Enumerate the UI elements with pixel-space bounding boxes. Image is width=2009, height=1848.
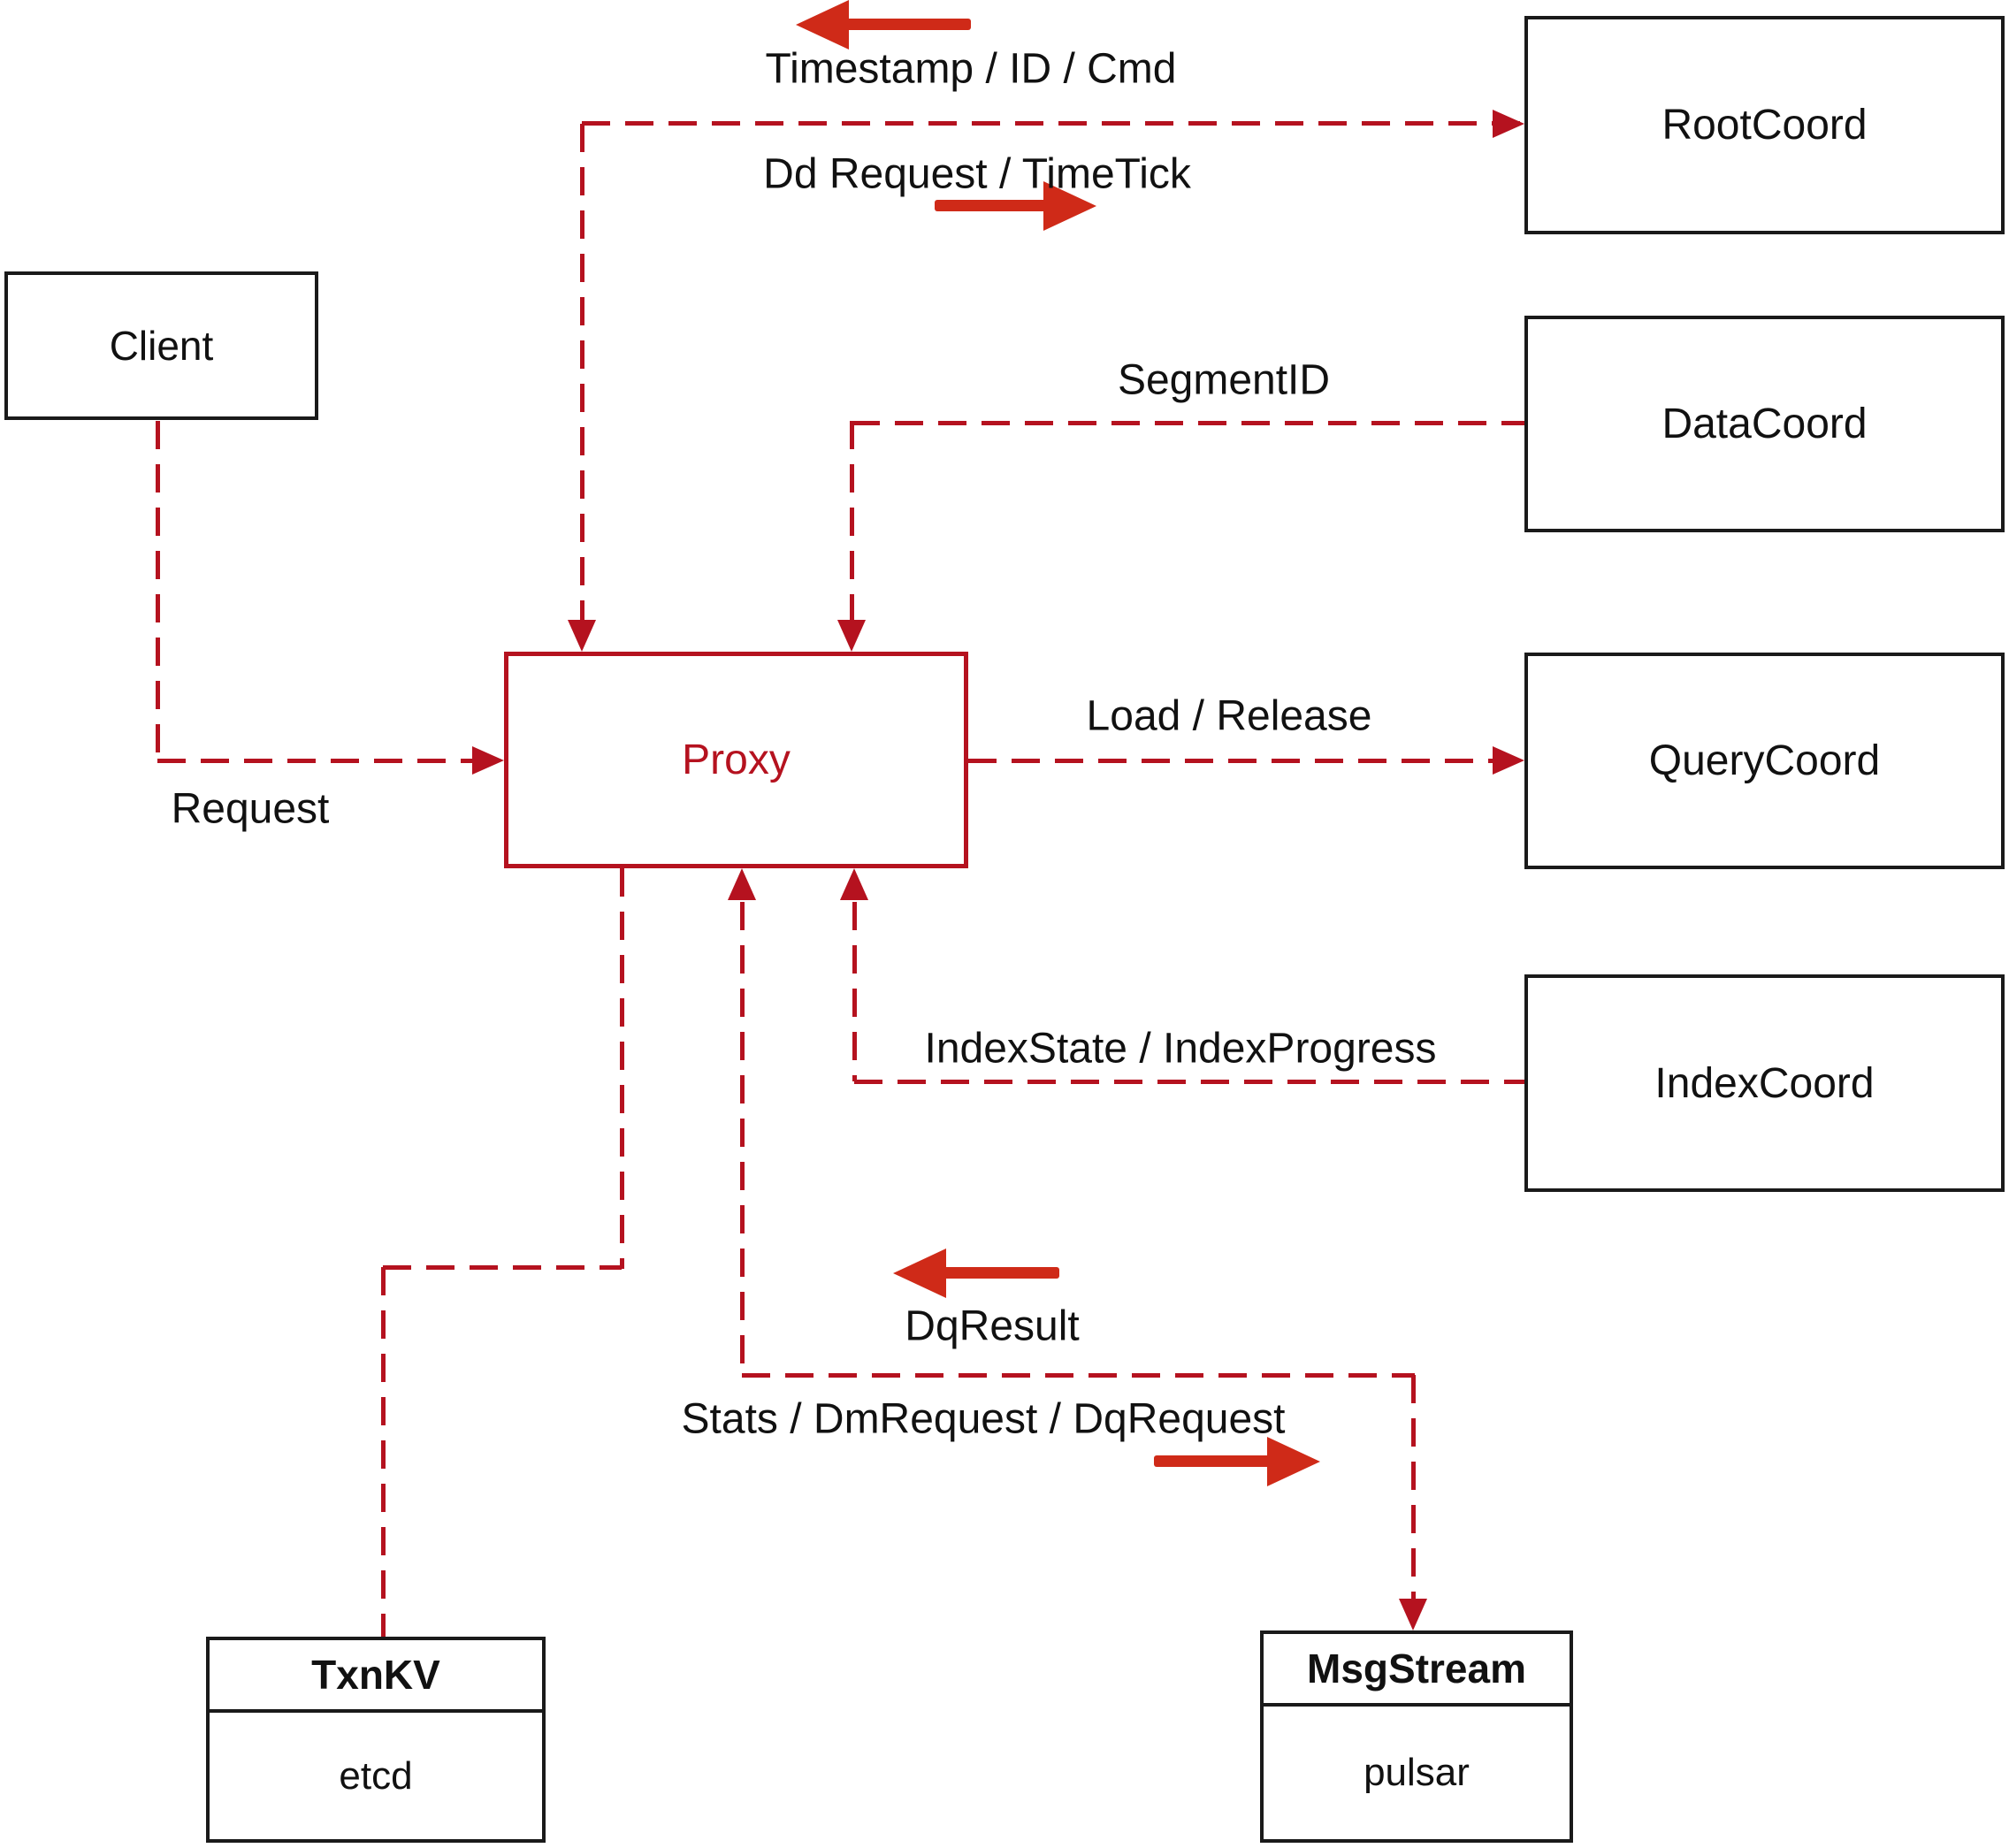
node-label: Client bbox=[109, 323, 214, 369]
edge-label-dd-request: Dd Request / TimeTick bbox=[763, 150, 1191, 198]
node-txnkv-title: TxnKV bbox=[210, 1640, 542, 1713]
arrow-shaft bbox=[1154, 1455, 1276, 1467]
edge-label-index-state: IndexState / IndexProgress bbox=[924, 1025, 1437, 1073]
edge-label-load-release: Load / Release bbox=[1086, 692, 1372, 740]
node-txnkv-impl: etcd bbox=[339, 1753, 413, 1798]
edge-proxy-msgstream-vertical-2 bbox=[1411, 1375, 1416, 1599]
arrowhead-right-icon bbox=[1493, 110, 1524, 138]
edge-proxy-msgstream-horizontal bbox=[742, 1373, 1415, 1378]
flow-arrow-right-icon bbox=[1152, 1437, 1320, 1486]
flow-arrow-right-icon bbox=[933, 181, 1096, 231]
edge-proxy-txnkv-vertical-2 bbox=[381, 1267, 386, 1637]
node-msgstream-title: MsgStream bbox=[1264, 1634, 1570, 1707]
node-msgstream: MsgStream pulsar bbox=[1260, 1630, 1573, 1843]
edge-proxy-msgstream-vertical-1 bbox=[740, 902, 745, 1377]
node-indexcoord: IndexCoord bbox=[1524, 974, 2005, 1192]
edge-label-request: Request bbox=[171, 785, 330, 833]
edge-proxy-txnkv-vertical-1 bbox=[620, 868, 624, 1269]
arrow-head bbox=[1043, 181, 1096, 231]
node-label: RootCoord bbox=[1661, 102, 1868, 149]
node-querycoord: QueryCoord bbox=[1524, 653, 2005, 869]
arrow-head bbox=[1267, 1437, 1320, 1486]
node-txnkv: TxnKV etcd bbox=[206, 1637, 546, 1843]
flow-arrow-left-icon bbox=[796, 0, 973, 50]
edge-indexcoord-proxy-horizontal bbox=[854, 1080, 1524, 1084]
arrow-shaft bbox=[935, 200, 1052, 211]
arrow-shaft bbox=[840, 19, 971, 30]
edge-label-timestamp: Timestamp / ID / Cmd bbox=[765, 45, 1177, 93]
edge-datacoord-proxy-horizontal bbox=[852, 421, 1524, 425]
edge-indexcoord-proxy-vertical bbox=[852, 902, 857, 1081]
node-rootcoord: RootCoord bbox=[1524, 16, 2005, 234]
node-label: DataCoord bbox=[1661, 401, 1868, 447]
node-label: Proxy bbox=[682, 737, 791, 783]
edge-label-dq-result: DqResult bbox=[905, 1302, 1080, 1350]
arrowhead-right-icon bbox=[1493, 746, 1524, 775]
arrowhead-up-icon bbox=[728, 868, 756, 900]
flow-arrow-left-icon bbox=[893, 1249, 1061, 1298]
edge-label-stats: Stats / DmRequest / DqRequest bbox=[681, 1395, 1286, 1443]
node-proxy: Proxy bbox=[504, 652, 968, 868]
arrowhead-down-icon bbox=[1399, 1599, 1427, 1630]
edge-label-segment-id: SegmentID bbox=[1117, 356, 1331, 404]
arrowhead-down-icon bbox=[568, 620, 596, 652]
node-label: QueryCoord bbox=[1648, 737, 1881, 784]
node-datacoord: DataCoord bbox=[1524, 316, 2005, 532]
edge-rootcoord-proxy-vertical bbox=[580, 124, 584, 620]
edge-client-proxy-vertical bbox=[156, 421, 160, 760]
arrowhead-down-icon bbox=[837, 620, 866, 652]
arrowhead-right-icon bbox=[472, 746, 504, 775]
edge-proxy-querycoord-horizontal bbox=[968, 759, 1494, 763]
node-msgstream-impl: pulsar bbox=[1364, 1751, 1470, 1794]
edge-proxy-txnkv-horizontal bbox=[383, 1265, 622, 1270]
arrow-shaft bbox=[937, 1267, 1059, 1279]
node-label: IndexCoord bbox=[1654, 1059, 1875, 1107]
edge-datacoord-proxy-vertical bbox=[850, 421, 854, 620]
arrowhead-up-icon bbox=[840, 868, 868, 900]
edge-client-proxy-horizontal bbox=[157, 759, 476, 763]
node-client: Client bbox=[4, 271, 318, 420]
edge-rootcoord-proxy-horizontal bbox=[582, 121, 1524, 126]
